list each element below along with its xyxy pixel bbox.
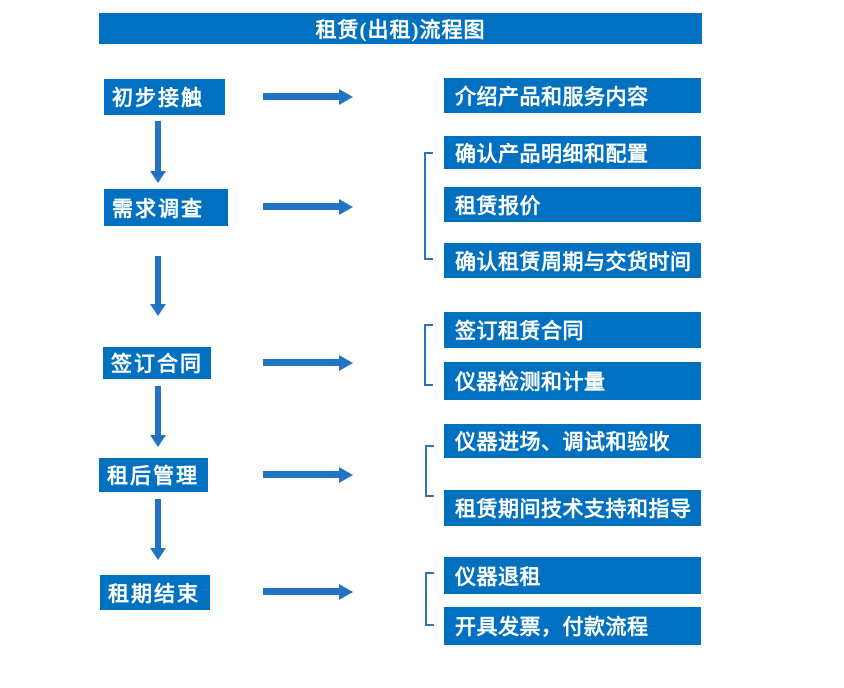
- detail-box: 确认产品明细和配置: [444, 136, 701, 169]
- arrow-down-icon: [150, 121, 166, 183]
- detail-box: 仪器进场、调试和验收: [444, 424, 701, 458]
- detail-box: 仪器检测和计量: [444, 362, 701, 400]
- detail-box: 租赁期间技术支持和指导: [444, 490, 701, 526]
- arrow-head: [339, 89, 353, 105]
- arrow-shaft: [155, 121, 161, 172]
- arrow-down-icon: [150, 499, 166, 560]
- arrow-head: [339, 355, 353, 371]
- arrow-head: [339, 199, 353, 215]
- arrow-shaft: [263, 588, 340, 595]
- flowchart-title: 租赁(出租)流程图: [99, 13, 702, 44]
- step-box-post-rental-management: 租后管理: [99, 458, 208, 492]
- arrow-shaft: [263, 93, 340, 100]
- bracket-icon: [424, 324, 433, 386]
- arrow-shaft: [155, 386, 161, 436]
- arrow-shaft: [263, 471, 340, 478]
- arrow-down-icon: [150, 256, 166, 316]
- detail-box: 介绍产品和服务内容: [444, 78, 701, 113]
- arrow-head: [150, 548, 166, 560]
- arrow-right-icon: [263, 89, 353, 105]
- arrow-right-icon: [263, 199, 353, 215]
- bracket-icon: [424, 152, 433, 260]
- detail-box: 确认租赁周期与交货时间: [444, 243, 701, 278]
- detail-box: 开具发票，付款流程: [444, 607, 701, 645]
- arrow-right-icon: [263, 584, 353, 600]
- detail-box: 仪器退租: [444, 557, 701, 594]
- arrow-down-icon: [150, 386, 166, 447]
- step-box-rental-end: 租期结束: [100, 575, 210, 610]
- arrow-head: [150, 435, 166, 447]
- arrow-right-icon: [263, 355, 353, 371]
- detail-box: 签订租赁合同: [444, 312, 701, 348]
- arrow-shaft: [263, 203, 340, 210]
- detail-box: 租赁报价: [444, 187, 701, 222]
- arrow-shaft: [155, 256, 161, 305]
- bracket-icon: [425, 572, 434, 626]
- arrow-head: [150, 171, 166, 183]
- arrow-right-icon: [263, 467, 353, 483]
- step-box-sign-contract: 签订合同: [103, 347, 211, 379]
- bracket-icon: [425, 445, 434, 497]
- arrow-shaft: [263, 359, 340, 366]
- step-box-demand-survey: 需求调查: [104, 189, 228, 226]
- arrow-head: [339, 467, 353, 483]
- arrow-head: [150, 304, 166, 316]
- step-box-initial-contact: 初步接触: [104, 79, 225, 115]
- arrow-shaft: [155, 499, 161, 549]
- arrow-head: [339, 584, 353, 600]
